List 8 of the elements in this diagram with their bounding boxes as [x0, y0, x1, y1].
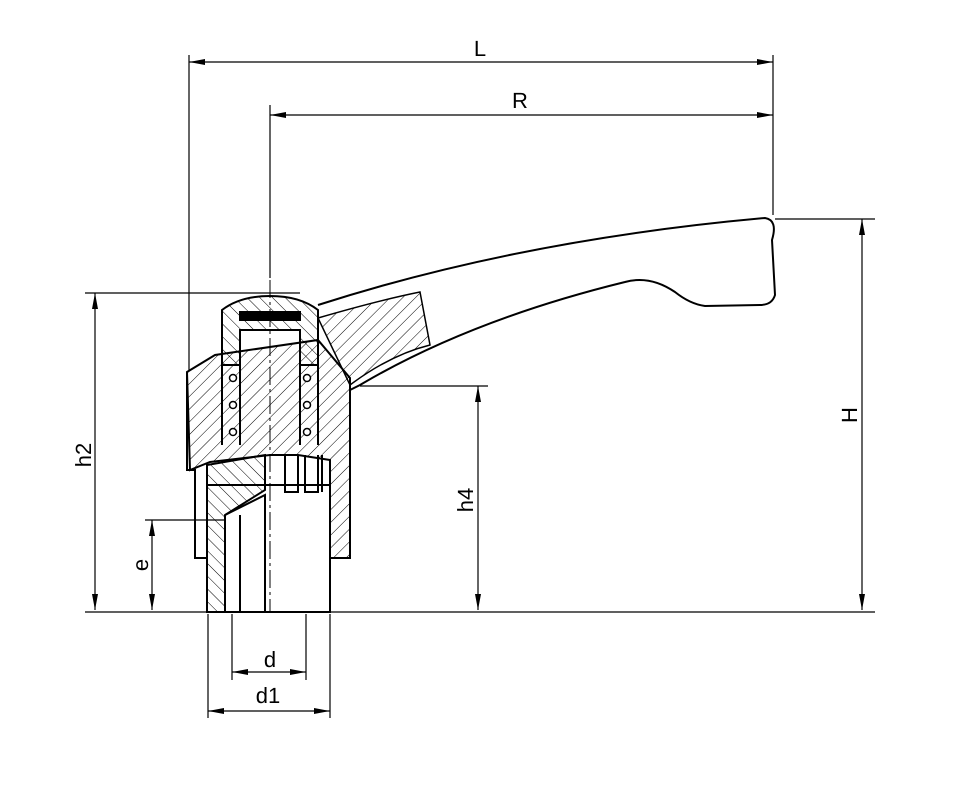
dimension-label: d: [264, 649, 276, 671]
dimension-label: d1: [256, 685, 280, 707]
dimension-label: H: [839, 407, 861, 423]
dimension-label: R: [512, 90, 528, 112]
dimension-label: L: [474, 38, 486, 60]
dimension-label: h4: [455, 488, 477, 512]
dimension-label: h2: [73, 442, 95, 468]
dimension-label: e: [130, 558, 152, 572]
